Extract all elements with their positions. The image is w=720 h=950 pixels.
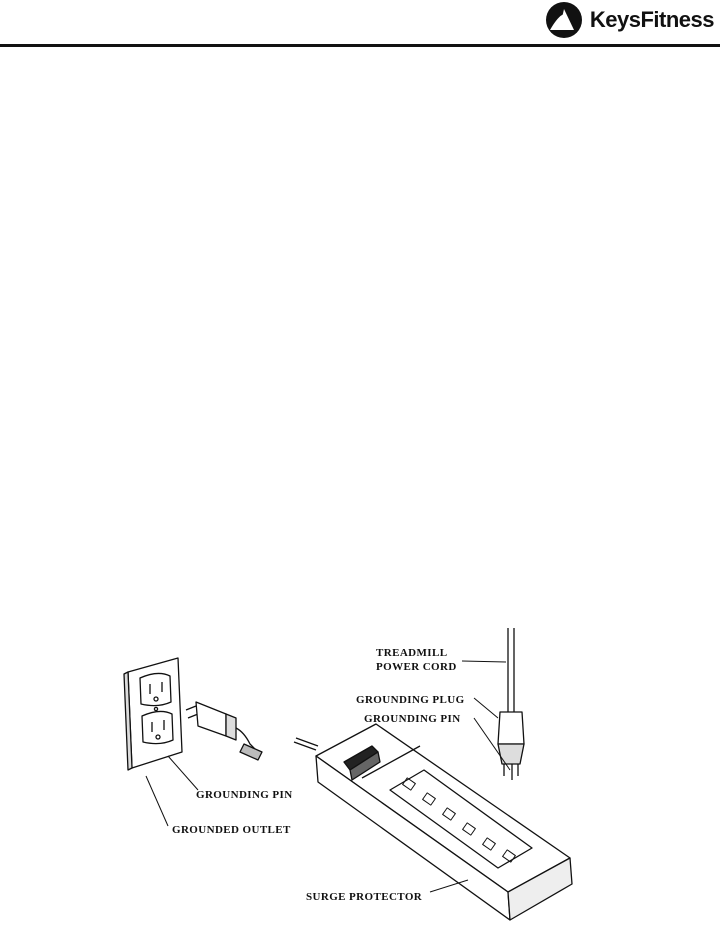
label-surge-protector: SURGE PROTECTOR <box>306 891 423 903</box>
grounded-outlet-drawing <box>123 657 183 771</box>
label-grounding-pin-left: GROUNDING PIN <box>196 789 293 801</box>
label-treadmill: TREADMILL <box>376 647 447 659</box>
wall-plug-drawing <box>185 701 263 761</box>
treadmill-cord-drawing <box>497 628 525 780</box>
label-grounded-outlet: GROUNDED OUTLET <box>172 824 291 836</box>
label-leader-lines <box>145 660 511 893</box>
label-power-cord: POWER CORD <box>376 661 457 673</box>
brand-name: KeysFitness <box>589 7 715 32</box>
keys-fitness-logo-icon <box>545 2 582 38</box>
label-grounding-plug: GROUNDING PLUG <box>356 694 465 706</box>
surge-protector-drawing <box>293 723 573 921</box>
header-rule <box>0 44 720 47</box>
label-grounding-pin-right: GROUNDING PIN <box>364 713 461 725</box>
brand-logo: KeysFitness <box>544 0 714 40</box>
